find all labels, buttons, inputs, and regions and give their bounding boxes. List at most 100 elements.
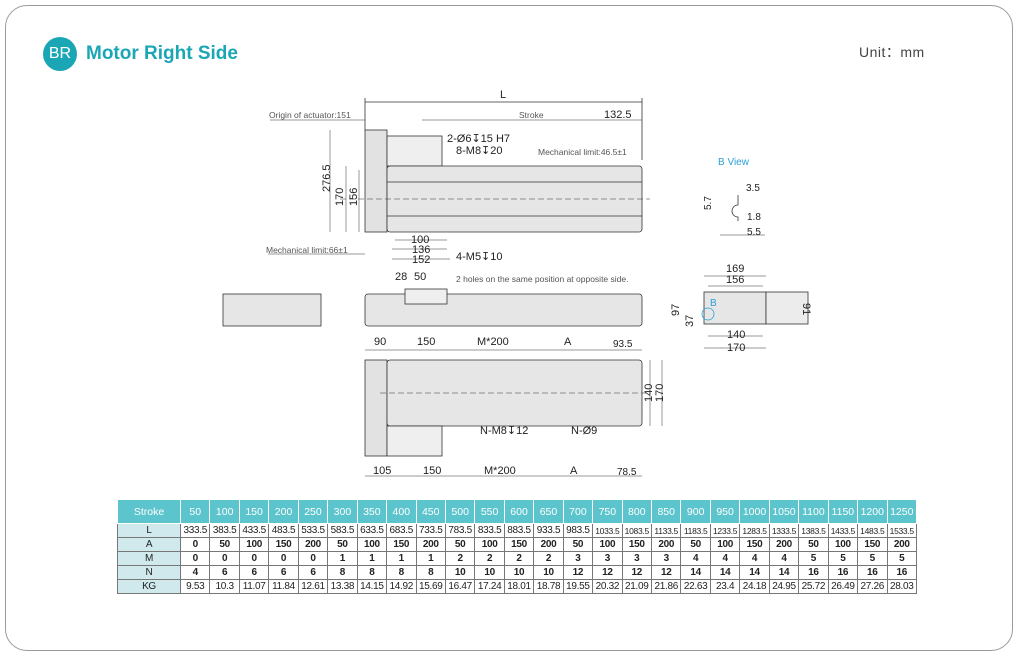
dim-100: 100 [411,234,430,246]
table-cell: 1 [327,551,358,566]
table-cell: 27.26 [857,579,888,594]
unit-label: Unit：mm [859,44,925,60]
dim-78-5: 78.5 [617,467,637,478]
table-cell: 12 [650,565,682,580]
table-cell: 1 [415,551,446,566]
dim-132-5: 132.5 [604,109,632,121]
stroke-column-header: 400 [386,499,417,524]
table-cell: 50 [798,537,829,552]
table-cell: 1 [356,551,388,566]
stroke-column-header: 500 [444,499,476,524]
origin-label: Origin of actuator:151 [269,110,351,120]
dim-170: 170 [334,187,346,206]
table-cell: 50 [327,537,358,552]
dim-170-bottom: 170 [654,383,666,402]
dim-170-end: 170 [727,342,746,354]
table-cell: 5 [857,551,888,566]
table-cell: 6 [268,565,299,580]
table-cell: 28.03 [886,579,917,594]
table-cell: 5 [827,551,859,566]
dim-91: 91 [800,303,812,316]
table-cell: 14 [680,565,711,580]
b-view-title: B View [718,157,749,168]
table-cell: 1483.5 [857,523,888,538]
table-cell: 4 [179,565,211,580]
dim-28: 28 [395,271,408,283]
table-cell: 0 [268,551,299,566]
stroke-column-header: 100 [209,499,240,524]
row-header: L [117,523,181,538]
dim-5-7: 5.7 [703,196,714,210]
table-cell: 733.5 [415,523,446,538]
stroke-column-header: 200 [268,499,299,524]
table-cell: 1383.5 [798,523,829,538]
dim-136: 136 [412,244,431,256]
dim-1-8: 1.8 [747,212,761,223]
table-cell: 18.01 [503,579,535,594]
table-cell: 6 [297,565,329,580]
mech-limit-right: Mechanical limit:46.5±1 [538,147,627,157]
table-cell: 1333.5 [768,523,800,538]
stroke-column-header: 800 [621,499,653,524]
table-cell: 11.07 [238,579,270,594]
stroke-column-header: 900 [680,499,711,524]
table-cell: 10 [503,565,535,580]
dim-a-top: A [564,336,572,348]
m5-thread-label: 4-M5↧10 [456,251,503,263]
table-cell: 3 [562,551,594,566]
dim-5-5: 5.5 [747,227,761,238]
table-cell: 583.5 [327,523,358,538]
table-cell: 14 [709,565,741,580]
table-cell: 200 [886,537,917,552]
stroke-column-header: 300 [327,499,358,524]
side-view [222,288,643,327]
dim-90: 90 [374,336,387,348]
table-cell: 13.38 [327,579,358,594]
dim-50: 50 [414,271,427,283]
table-cell: 433.5 [238,523,270,538]
table-cell: 150 [268,537,299,552]
series-badge: BR [43,37,77,71]
n-m8-label: N-M8↧12 [480,425,529,437]
dim-93-5: 93.5 [613,339,633,350]
table-cell: 1433.5 [827,523,859,538]
table-cell: 26.49 [827,579,859,594]
table-cell: 0 [238,551,270,566]
table-cell: 6 [238,565,270,580]
table-cell: 200 [533,537,564,552]
dim-97: 97 [670,303,682,316]
dim-37: 37 [684,314,696,327]
dim-169: 169 [726,263,745,275]
b-marker: B [710,298,717,309]
top-view [268,98,650,260]
table-cell: 4 [709,551,741,566]
table-cell: 150 [386,537,417,552]
table-cell: 833.5 [474,523,505,538]
table-cell: 50 [444,537,476,552]
table-cell: 933.5 [533,523,564,538]
table-cell: 1133.5 [650,523,682,538]
table-cell: 0 [179,551,211,566]
table-cell: 0 [297,551,329,566]
table-cell: 23.4 [709,579,741,594]
table-cell: 200 [297,537,329,552]
table-cell: 483.5 [268,523,299,538]
table-cell: 533.5 [297,523,329,538]
table-cell: 2 [474,551,505,566]
stroke-column-header: 700 [562,499,594,524]
table-cell: 383.5 [209,523,240,538]
table-cell: 1533.5 [886,523,917,538]
table-cell: 8 [327,565,358,580]
table-cell: 0 [209,551,240,566]
table-cell: 22.63 [680,579,711,594]
dim-a-bottom: A [570,465,578,477]
row-header: A [117,537,181,552]
row-header: KG [117,579,181,594]
table-cell: 18.78 [533,579,564,594]
stroke-column-header: 1100 [798,499,829,524]
stroke-label: Stroke [519,110,544,120]
dim-m200-top: M*200 [477,336,509,348]
